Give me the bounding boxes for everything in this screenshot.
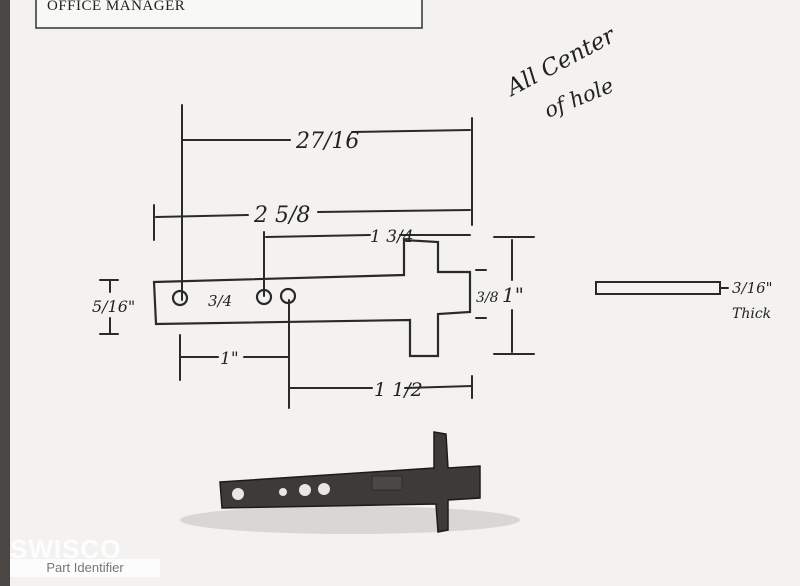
dim-height-left-label: 5/16": [92, 297, 135, 316]
thickness-value-label: 3/16": [732, 279, 773, 297]
header-title: OFFICE MANAGER: [47, 0, 186, 14]
watermark-subtitle: Part Identifier: [10, 559, 160, 577]
dim-post-height-label: 1": [502, 283, 524, 307]
dim-mid-label: 1 3/4: [370, 227, 414, 247]
dim-tab-height-label: 3/8: [476, 290, 499, 306]
dimension-lines: [99, 104, 535, 409]
header-box: [35, 0, 423, 29]
paper-shadow-left: [0, 0, 10, 586]
thickness-text-label: Thick: [732, 306, 771, 322]
dim-overall-top-label: 27/16: [295, 129, 359, 154]
dim-second-label: 2 5/8: [253, 203, 310, 228]
dim-tail-label: 1 1/2: [374, 379, 423, 401]
part-sketch: [152, 238, 472, 358]
dim-hole-spacing-label: 3/4: [208, 292, 232, 310]
metal-part-photo: [180, 431, 520, 534]
dim-hole-offset-label: 1": [220, 349, 239, 369]
